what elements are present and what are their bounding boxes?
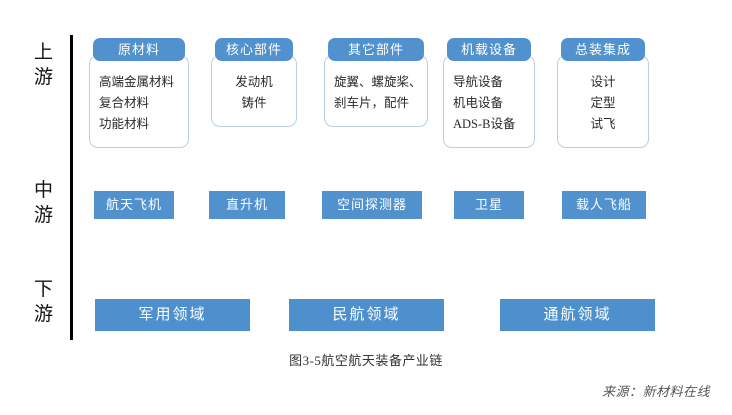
tier-label-midstream-line1: 中 <box>33 180 54 201</box>
upstream-card-item: 铸件 <box>241 96 267 110</box>
upstream-card-title: 机载设备 <box>447 38 531 61</box>
upstream-card-item: 复合材料 <box>99 96 150 110</box>
upstream-card-item: 设计 <box>590 75 616 89</box>
downstream-box-military[interactable]: 军用领域 <box>95 299 250 331</box>
upstream-card-body: 发动机 铸件 <box>211 55 297 127</box>
upstream-card-title: 其它部件 <box>328 38 424 61</box>
midstream-box-space-probe[interactable]: 空间探测器 <box>322 191 422 219</box>
upstream-card-body: 旋翼、螺旋桨、 刹车片，配件 <box>324 55 428 127</box>
upstream-card-item: 刹车片，配件 <box>334 96 410 110</box>
midstream-box-manned-spacecraft[interactable]: 载人飞船 <box>562 191 646 219</box>
upstream-card-title: 总装集成 <box>561 38 645 61</box>
upstream-card-item: 导航设备 <box>453 75 504 89</box>
downstream-box-civil-aviation[interactable]: 民航领域 <box>289 299 444 331</box>
tier-label-downstream-line2: 游 <box>33 304 54 325</box>
upstream-card-item: 功能材料 <box>99 117 150 131</box>
upstream-card-body: 设计 定型 试飞 <box>557 55 649 148</box>
vertical-axis-line <box>70 35 73 340</box>
midstream-box-space-shuttle[interactable]: 航天飞机 <box>94 191 174 219</box>
upstream-card-item: 试飞 <box>590 117 616 131</box>
tier-label-upstream: 上 游 <box>22 40 66 90</box>
midstream-box-satellite[interactable]: 卫星 <box>454 191 524 219</box>
upstream-card-item: 发动机 <box>235 75 273 89</box>
upstream-card-title: 原材料 <box>93 38 185 61</box>
tier-label-upstream-line2: 游 <box>33 67 54 88</box>
upstream-card-body: 导航设备 机电设备 ADS-B设备 <box>443 55 535 148</box>
upstream-card-item: ADS-B设备 <box>453 117 516 131</box>
downstream-box-general-aviation[interactable]: 通航领域 <box>500 299 655 331</box>
upstream-card-body: 高端金属材料 复合材料 功能材料 <box>89 55 189 148</box>
upstream-card-item: 机电设备 <box>453 96 504 110</box>
tier-label-upstream-line1: 上 <box>33 42 54 63</box>
upstream-card-title: 核心部件 <box>215 38 293 61</box>
tier-label-downstream-line1: 下 <box>33 279 54 300</box>
midstream-box-helicopter[interactable]: 直升机 <box>209 191 285 219</box>
upstream-card-item: 高端金属材料 <box>99 75 175 89</box>
tier-label-midstream-line2: 游 <box>33 205 54 226</box>
tier-label-downstream: 下 游 <box>22 277 66 327</box>
upstream-card-item: 定型 <box>590 96 616 110</box>
figure-caption: 图3-5航空航天装备产业链 <box>289 353 443 368</box>
figure-source: 来源：新材料在线 <box>601 384 710 399</box>
tier-label-midstream: 中 游 <box>22 178 66 228</box>
upstream-card-item: 旋翼、螺旋桨、 <box>334 75 422 89</box>
